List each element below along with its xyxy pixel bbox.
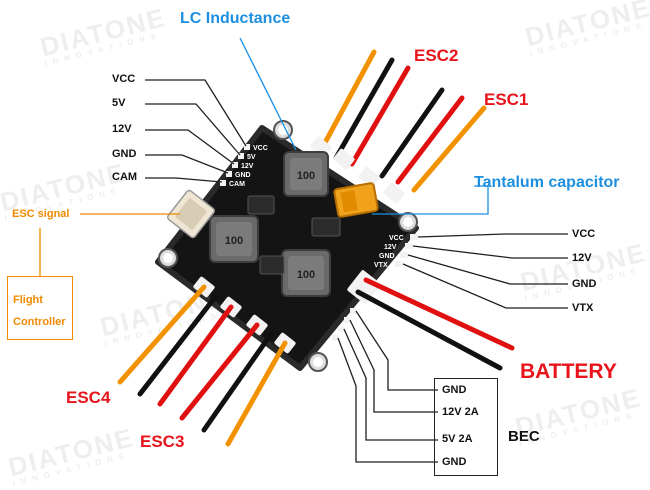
tantalum-capacitor-label: Tantalum capacitor [474,174,620,191]
vtx-pin-vtx: VTX [572,302,594,314]
pad-label: 12V [241,163,254,170]
vtx-pad-labels: VCC 12V GND VTX [374,234,418,269]
bec-pin-box [434,378,498,476]
esc1-label: ESC1 [484,90,529,109]
fc-connector [166,189,216,239]
bec-pin-12v: 12V 2A [442,406,479,418]
esc2-wires [317,49,411,167]
bec-pin-gnd: GND [442,384,467,396]
inductor: 100 [209,215,259,263]
esc3-wires [179,322,288,447]
fc-pin-12v: 12V [112,123,132,135]
flight-controller-label-line2: Controller [13,316,66,328]
blue-callout-lines [239,37,489,215]
esc3-label: ESC3 [140,432,185,451]
pad-label: 5V [346,327,355,334]
fc-pin-gnd: GND [112,148,137,160]
bec-label: BEC [508,428,540,445]
inductor-marking: 100 [297,170,315,182]
inductor-marking: 100 [225,235,243,247]
fc-pad-labels: VCC 5V 12V GND CAM [220,144,268,188]
callout-lines [145,79,568,463]
battery-wires [355,277,515,371]
vtx-pin-vcc: VCC [572,228,596,240]
vtx-pin-gnd: GND [572,278,597,290]
vtx-pin-12v: 12V [572,252,592,264]
inductor: 100 [283,151,329,197]
regulator-chip [247,195,341,275]
esc2-label: ESC2 [414,46,459,65]
pad-label: GND [340,336,356,343]
pad-label: 12V [384,244,397,251]
bec-pin-gnd-2: GND [442,456,467,468]
bec-pin-5v: 5V 2A [442,433,473,445]
orange-callout-lines [39,213,180,276]
esc4-label: ESC4 [66,388,111,407]
pad-label: VCC [253,145,268,152]
pad-label: 12V [352,318,365,325]
fc-pin-vcc: VCC [112,73,136,85]
flight-controller-label-line1: Flight [13,294,43,306]
inductor: 100 [281,249,331,297]
pad-label: GND [358,309,374,316]
pad-label: GND [235,172,251,179]
lc-inductance-label: LC Inductance [180,10,291,27]
esc1-wires [379,87,487,193]
pad-label: 5V [247,154,256,161]
flight-controller-box [7,276,73,340]
inductor-marking: 100 [297,269,315,281]
esc-signal-label: ESC signal [12,208,70,220]
pad-label: VCC [389,235,404,242]
pad-label: VTX [374,262,388,269]
pad-label: GND [379,253,395,260]
esc4-wires [117,284,234,407]
fc-pin-cam: CAM [112,171,138,183]
pad-label: CAM [229,181,245,188]
tantalum-capacitor [333,182,379,218]
bec-pad-labels: GND 12V 5V GND [332,308,374,343]
fc-pin-5v: 5V [112,97,126,109]
battery-label: BATTERY [520,360,617,383]
